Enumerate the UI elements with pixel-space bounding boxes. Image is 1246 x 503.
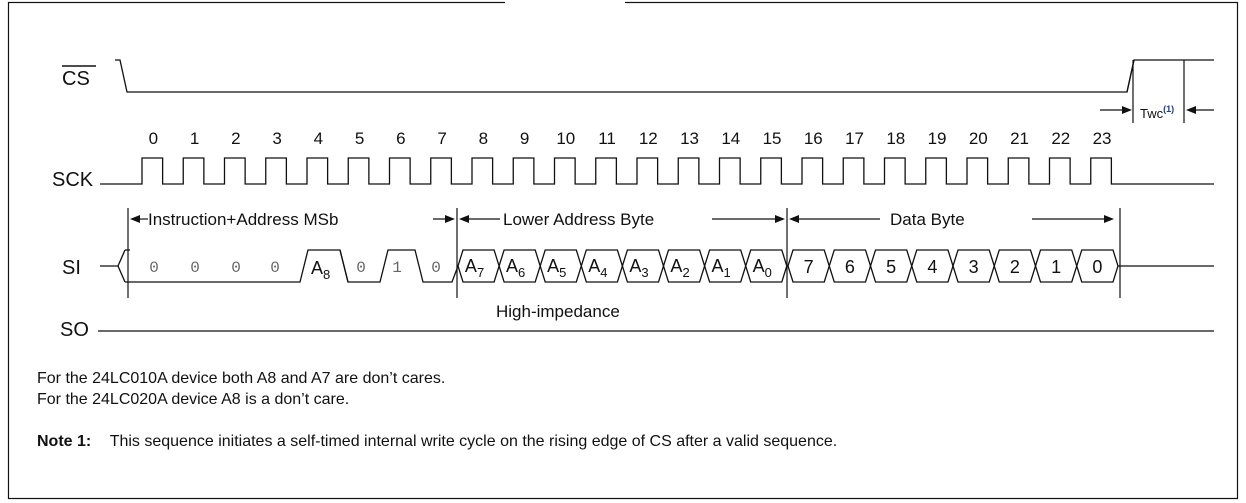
seg3-arrowhead-right — [1104, 215, 1114, 223]
clock-number: 8 — [479, 129, 488, 148]
seg3-arrowhead-left — [789, 215, 799, 223]
clock-number: 16 — [804, 129, 823, 148]
clock-number: 2 — [231, 129, 240, 148]
si-data-bit: 2 — [1010, 257, 1020, 277]
clock-number: 14 — [721, 129, 740, 148]
clock-number: 12 — [639, 129, 658, 148]
si-bit-instruction: 0 — [231, 259, 241, 277]
twc-arrowhead-right — [1186, 106, 1196, 114]
clock-number: 3 — [272, 129, 281, 148]
seg-instruction-label: Instruction+Address MSb — [148, 210, 338, 229]
clock-number: 15 — [763, 129, 782, 148]
cs-waveform — [115, 59, 1214, 93]
note-1-text: This sequence initiates a self-timed int… — [109, 433, 838, 450]
note-1-label: Note 1: — [37, 433, 92, 450]
clock-number: 23 — [1093, 129, 1112, 148]
si-address-bit: A0 — [753, 256, 772, 280]
seg2-arrowhead-left — [459, 215, 469, 223]
clock-number: 19 — [928, 129, 947, 148]
note-1: Note 1: This sequence initiates a self-t… — [37, 433, 837, 451]
clock-number: 22 — [1051, 129, 1070, 148]
si-data-bit: 3 — [969, 257, 979, 277]
sck-waveform — [100, 157, 1214, 185]
clock-number: 1 — [190, 129, 199, 148]
clock-number: 10 — [556, 129, 575, 148]
si-address-bit: A3 — [629, 256, 648, 280]
si-bit-instruction: 0 — [270, 259, 280, 277]
clock-number: 20 — [969, 129, 988, 148]
si-bit-instruction: 0 — [356, 259, 366, 277]
si-bit-a8: A8 — [311, 258, 330, 282]
si-waveform: 0 0 0 0 A8 0 1 0 A7 A6 A5 A4 A3 A2 A1 A0 7 6 5 4 3 2 1 0 — [100, 249, 1214, 283]
so-state-label: High-impedance — [496, 302, 620, 321]
clock-number: 13 — [680, 129, 699, 148]
si-address-cell — [745, 249, 788, 283]
sck-label: SCK — [52, 169, 94, 191]
twc-label: Twc(1) — [1140, 104, 1174, 121]
seg1-arrowhead-left — [130, 215, 140, 223]
seg2-arrowhead-right — [775, 215, 785, 223]
clock-number: 9 — [520, 129, 529, 148]
si-data-bit: 0 — [1092, 257, 1102, 277]
clock-number: 7 — [437, 129, 446, 148]
si-data-bit: 4 — [927, 257, 937, 277]
si-address-bit: A2 — [670, 256, 689, 280]
clock-number: 0 — [149, 129, 158, 148]
si-data-bit: 1 — [1051, 257, 1061, 277]
note-line-2: For the 24LC020A device A8 is a don’t ca… — [37, 391, 350, 408]
si-bit-instruction: 1 — [392, 259, 402, 277]
si-address-bit: A7 — [465, 256, 484, 280]
clock-number: 5 — [355, 129, 364, 148]
si-address-bit: A4 — [588, 256, 607, 280]
si-address-bit: A5 — [547, 256, 566, 280]
clock-number: 11 — [598, 129, 616, 148]
si-label: SI — [62, 257, 81, 279]
clock-number: 6 — [396, 129, 405, 148]
si-data-bit: 7 — [804, 257, 814, 277]
si-data-bit: 5 — [886, 257, 896, 277]
seg-lower-address-label: Lower Address Byte — [503, 210, 654, 229]
si-address-bit: A1 — [712, 256, 731, 280]
si-data-bit: 6 — [845, 257, 855, 277]
si-bit-instruction: 0 — [149, 259, 159, 277]
si-bit-instruction: 0 — [431, 259, 441, 277]
twc-arrowhead-left — [1122, 106, 1132, 114]
so-label: SO — [60, 319, 89, 341]
clock-number: 4 — [314, 129, 323, 148]
clock-number: 21 — [1010, 129, 1029, 148]
note-line-1: For the 24LC010A device both A8 and A7 a… — [37, 370, 446, 387]
si-bit-instruction: 0 — [190, 259, 200, 277]
clock-number: 17 — [845, 129, 864, 148]
cs-label: CS — [62, 68, 90, 90]
clock-number: 18 — [886, 129, 905, 148]
seg-data-byte-label: Data Byte — [890, 210, 965, 229]
seg1-arrowhead-right — [445, 215, 455, 223]
si-address-bit: A6 — [506, 256, 525, 280]
